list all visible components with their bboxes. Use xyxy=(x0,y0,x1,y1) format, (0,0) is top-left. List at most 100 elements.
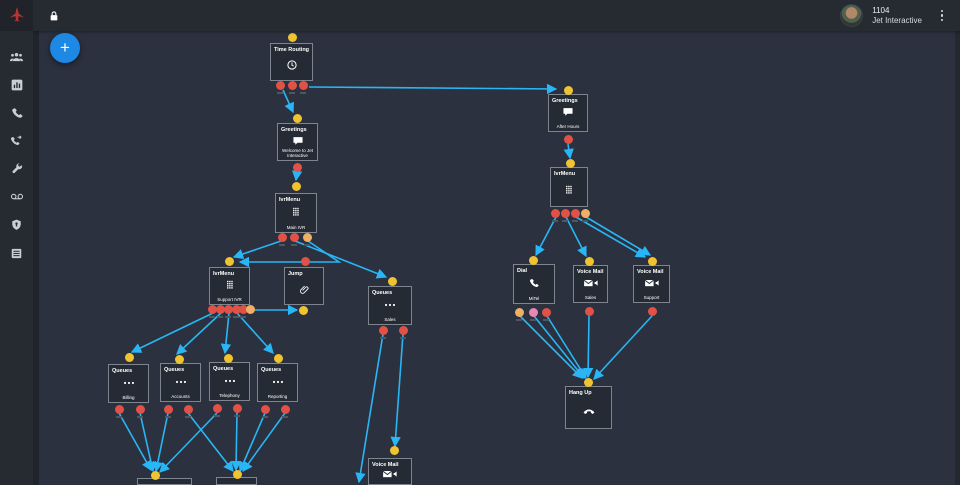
node-voicemail-bottom[interactable]: Voice Mail xyxy=(368,458,412,485)
port-red[interactable] xyxy=(584,306,594,316)
sidebar-item-tools[interactable] xyxy=(0,155,33,183)
node-subtitle: After Hours xyxy=(556,124,580,129)
avatar[interactable] xyxy=(840,4,864,27)
node-title: Queues xyxy=(164,367,185,373)
lock-icon[interactable] xyxy=(47,8,61,24)
port-red[interactable] xyxy=(298,80,308,90)
node-title: IvrMenu xyxy=(554,171,576,177)
port-yellow[interactable] xyxy=(298,305,308,315)
add-node-button[interactable]: + xyxy=(50,33,80,63)
node-title: Queues xyxy=(213,366,234,372)
port-red[interactable] xyxy=(292,162,302,172)
node-subtitle: Welcome to Jet Interactive xyxy=(282,148,313,158)
port-orange[interactable] xyxy=(580,208,590,218)
port-yellow[interactable] xyxy=(287,32,297,42)
port-red[interactable] xyxy=(560,208,570,218)
port-red[interactable] xyxy=(114,404,124,414)
user-menu[interactable]: 1104 Jet Interactive xyxy=(840,4,922,27)
port-yellow[interactable] xyxy=(387,276,397,286)
port-yellow[interactable] xyxy=(124,352,134,362)
phone-icon xyxy=(11,107,23,119)
port-yellow[interactable] xyxy=(223,353,233,363)
port-yellow[interactable] xyxy=(528,255,538,265)
port-orange[interactable] xyxy=(514,307,524,317)
people-icon xyxy=(9,52,24,62)
sidebar-item-contacts[interactable] xyxy=(0,43,33,71)
port-yellow[interactable] xyxy=(174,354,184,364)
port-red[interactable] xyxy=(215,304,225,314)
port-red[interactable] xyxy=(300,256,310,266)
port-red[interactable] xyxy=(232,403,242,413)
port-yellow[interactable] xyxy=(563,85,573,95)
port-red[interactable] xyxy=(231,304,241,314)
port-red[interactable] xyxy=(287,80,297,90)
port-red[interactable] xyxy=(238,304,248,314)
port-red[interactable] xyxy=(207,304,217,314)
port-pink[interactable] xyxy=(528,307,538,317)
port-yellow[interactable] xyxy=(150,470,160,480)
dots-icon xyxy=(224,379,236,383)
node-ivrmenu-after-hours[interactable]: IvrMenu xyxy=(550,167,588,207)
port-red[interactable] xyxy=(647,306,657,316)
scrollbar-track[interactable] xyxy=(955,31,960,485)
port-yellow[interactable] xyxy=(224,256,234,266)
flow-canvas[interactable] xyxy=(39,31,960,485)
port-red[interactable] xyxy=(280,404,290,414)
sidebar-item-reports[interactable] xyxy=(0,71,33,99)
node-title: Voice Mail xyxy=(372,462,399,468)
node-partial-left[interactable] xyxy=(137,478,192,485)
port-yellow[interactable] xyxy=(232,469,242,479)
port-red[interactable] xyxy=(212,403,222,413)
node-hang-up[interactable]: Hang Up xyxy=(565,386,612,429)
port-red[interactable] xyxy=(550,208,560,218)
jet-logo-icon xyxy=(9,6,24,22)
port-yellow[interactable] xyxy=(291,181,301,191)
port-orange[interactable] xyxy=(245,304,255,314)
app-logo[interactable] xyxy=(0,0,33,31)
port-red[interactable] xyxy=(277,232,287,242)
port-red[interactable] xyxy=(398,325,408,335)
port-yellow[interactable] xyxy=(584,256,594,266)
port-red[interactable] xyxy=(183,404,193,414)
port-yellow[interactable] xyxy=(565,158,575,168)
port-red[interactable] xyxy=(378,325,388,335)
port-red[interactable] xyxy=(289,232,299,242)
port-red[interactable] xyxy=(260,404,270,414)
port-red[interactable] xyxy=(563,134,573,144)
port-red[interactable] xyxy=(570,208,580,218)
port-red[interactable] xyxy=(541,307,551,317)
port-orange[interactable] xyxy=(302,232,312,242)
port-red[interactable] xyxy=(135,404,145,414)
sidebar-item-calls[interactable] xyxy=(0,99,33,127)
port-yellow[interactable] xyxy=(647,256,657,266)
sidebar-item-voicemail[interactable] xyxy=(0,183,33,211)
port-yellow[interactable] xyxy=(389,445,399,455)
port-yellow[interactable] xyxy=(292,113,302,123)
sidebar-item-security[interactable] xyxy=(0,211,33,239)
wrench-icon xyxy=(11,163,23,175)
port-red[interactable] xyxy=(223,304,233,314)
voicemail-icon xyxy=(382,469,398,478)
kebab-menu-icon[interactable] xyxy=(932,7,952,25)
sidebar-item-call-routing[interactable] xyxy=(0,127,33,155)
port-red[interactable] xyxy=(275,80,285,90)
port-yellow[interactable] xyxy=(583,377,593,387)
node-time-routing[interactable]: Time Routing xyxy=(270,43,313,81)
node-jump[interactable]: Jump xyxy=(284,267,324,305)
port-yellow[interactable] xyxy=(273,353,283,363)
keypad-icon xyxy=(291,208,301,217)
port-red[interactable] xyxy=(163,404,173,414)
sidebar-item-logs[interactable] xyxy=(0,239,33,267)
